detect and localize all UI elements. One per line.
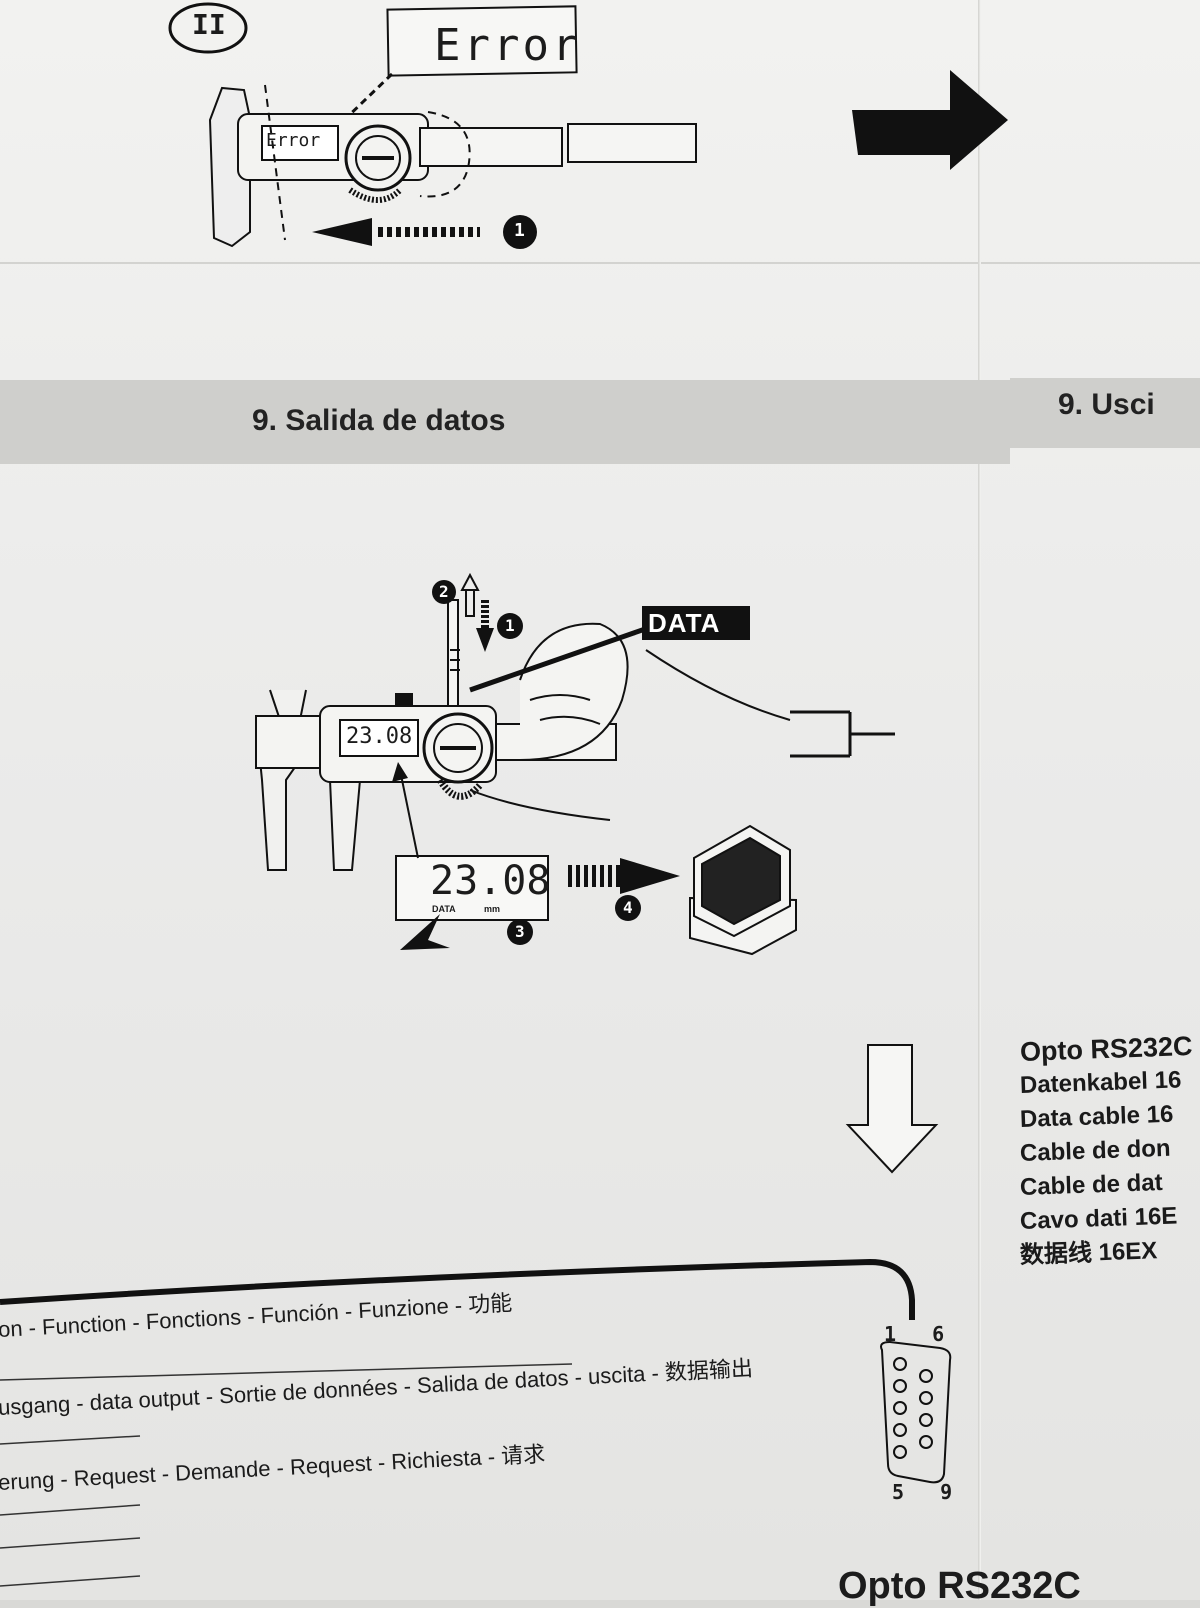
display-unit-indicator: mm: [484, 904, 501, 914]
display-data-indicator: DATA: [432, 904, 456, 914]
push-arrow-icon: [476, 628, 494, 652]
cable-info-list: Opto RS232C Datenkabel 16 Data cable 16 …: [1019, 1031, 1192, 1273]
step-4-badge: [615, 895, 641, 921]
caliper-display-value: 23.08: [346, 724, 413, 749]
next-page-arrow-icon: [852, 70, 1008, 170]
computer-icon: [689, 824, 797, 956]
bottom-section-title: Opto RS232C: [838, 1565, 1081, 1607]
data-button-label-bg: [642, 606, 750, 640]
connector-pins-top: 1 6: [884, 1322, 945, 1346]
paper-fold-horizontal: [0, 262, 1200, 264]
section-heading-next-page: 9. Usci: [1058, 388, 1155, 421]
table-header-line: [0, 1258, 915, 1320]
step-1-badge: [503, 215, 537, 249]
step-1-number: 1: [514, 220, 525, 241]
data-button-label: DATA: [648, 608, 721, 638]
db9-connector-icon: [880, 1340, 952, 1484]
caliper-top-illustration: [208, 84, 697, 248]
transfer-arrow-head: [620, 858, 680, 894]
step-2-badge: [432, 580, 456, 604]
error-callout-box: [386, 5, 578, 77]
caliper-display-error: Error: [266, 130, 321, 151]
pointer-arrow-icon: [400, 914, 450, 950]
step-3-number: 3: [515, 922, 525, 941]
step-marker-circle: [168, 2, 248, 54]
error-callout-text: Error: [434, 20, 582, 71]
release-arrow-icon: [460, 572, 480, 591]
enlarged-display-value: 23.08: [430, 858, 551, 904]
section-heading: 9. Salida de datos: [252, 404, 506, 437]
step-3-badge: [507, 919, 533, 945]
step-1-mid-number: 1: [505, 616, 515, 635]
section-header-band: [0, 380, 1010, 464]
paper-fold-vertical: [978, 0, 981, 1600]
step-1-badge-mid: [497, 613, 523, 639]
step-2-number: 2: [439, 582, 449, 601]
cable-line: 数据线 16EX: [1019, 1237, 1158, 1269]
data-button-pointer: [469, 625, 649, 693]
enlarged-display-frame: [395, 855, 549, 921]
section-header-band-right: [1010, 378, 1200, 448]
caliper-data-illustration: [255, 599, 895, 871]
step-4-number: 4: [623, 898, 633, 917]
down-arrow-icon: [845, 1044, 939, 1174]
connector-pins-bottom: 5 9: [892, 1480, 953, 1504]
move-arrow-head: [312, 218, 372, 246]
step-marker-label: II: [192, 8, 226, 41]
